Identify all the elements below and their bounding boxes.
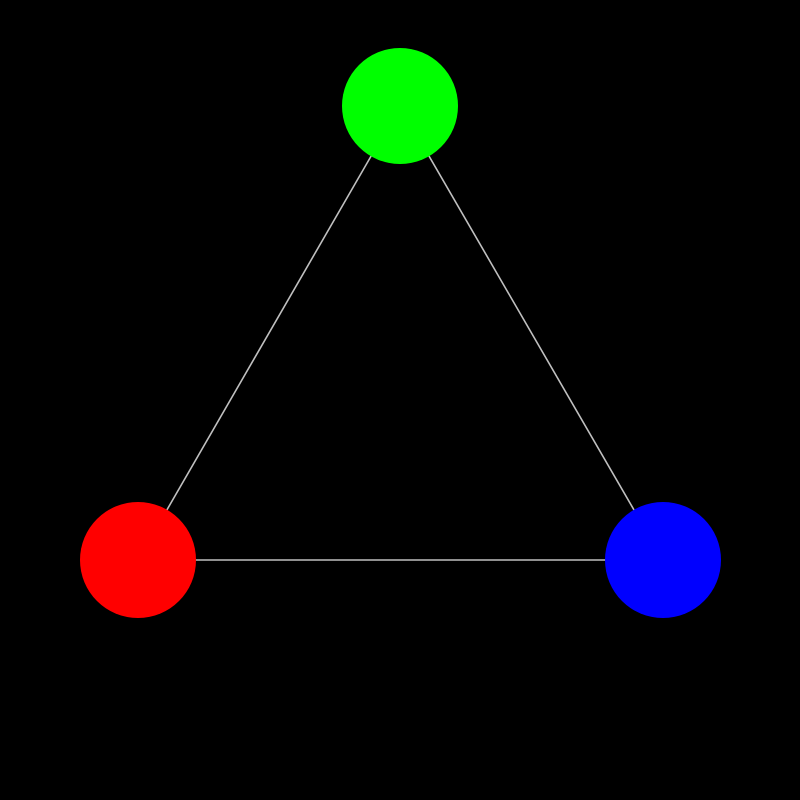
edge-green-red xyxy=(137,105,401,561)
nodes xyxy=(80,48,721,618)
node-green xyxy=(342,48,458,164)
node-red xyxy=(80,502,196,618)
edge-green-blue xyxy=(399,105,664,561)
node-blue xyxy=(605,502,721,618)
edges xyxy=(137,105,664,561)
